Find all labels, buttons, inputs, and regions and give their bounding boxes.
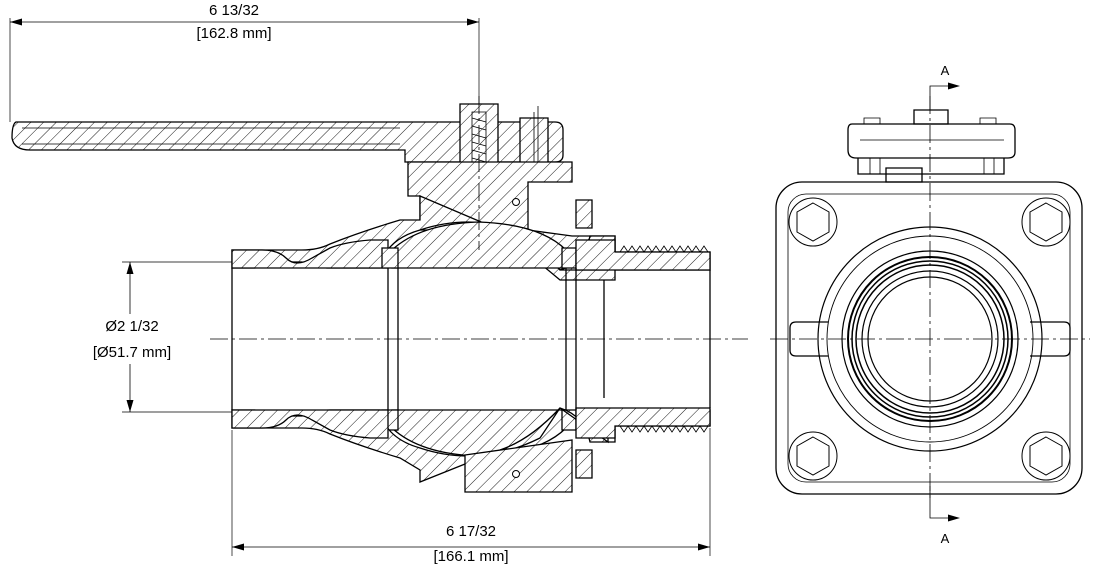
- section-arrow-top-head: [948, 82, 960, 90]
- handle-length-fraction: 6 13/32: [209, 2, 259, 19]
- end-flange-outer: [775, 181, 1083, 495]
- handle-grip-edge: [22, 127, 400, 145]
- threaded-end-lower: [575, 407, 711, 439]
- end-view-stem-nut: [913, 109, 949, 125]
- bore-diameter-fraction: Ø2 1/32: [105, 318, 158, 335]
- bore-diameter-metric: [Ø51.7 mm]: [93, 344, 171, 361]
- section-arrow-bottom: [929, 486, 950, 519]
- flange-bolt-bl: [788, 431, 838, 481]
- overall-length-metric: [166.1 mm]: [433, 548, 508, 565]
- tail-lower: [231, 409, 389, 439]
- end-view: A A: [770, 63, 1090, 546]
- section-label-bottom: A: [941, 531, 950, 546]
- handle-length-metric: [162.8 mm]: [196, 25, 271, 42]
- dimension-handle-length: 6 13/32 [162.8 mm]: [9, 2, 480, 122]
- section-label-top: A: [941, 63, 950, 78]
- section-arrow-bottom-head: [948, 514, 960, 522]
- tail-upper: [231, 239, 389, 269]
- threaded-end-upper: [575, 239, 711, 271]
- end-view-handle: [847, 123, 1016, 159]
- dimension-bore-diameter: Ø2 1/32 [Ø51.7 mm]: [80, 261, 232, 413]
- seat-left-top: [381, 247, 399, 269]
- flange-bolt-tl: [788, 197, 838, 247]
- side-lug-left: [789, 321, 828, 357]
- flange-bolt-tr: [1021, 197, 1071, 247]
- thread-teeth-upper: [619, 245, 709, 253]
- section-view: [11, 96, 748, 493]
- body-bolt-top: [575, 199, 593, 229]
- body-screw: [512, 470, 520, 478]
- seat-right-top: [561, 247, 577, 269]
- thread-teeth-lower: [619, 425, 709, 433]
- end-view-handle-inner: [860, 117, 1004, 141]
- flange-bolt-br: [1021, 431, 1071, 481]
- end-view-neck-ribs: [869, 158, 995, 174]
- bottom-boss: [464, 439, 573, 493]
- section-arrow-top: [929, 85, 950, 110]
- dimension-overall-length: 6 17/32 [166.1 mm]: [231, 428, 711, 565]
- overall-length-fraction: 6 17/32: [446, 523, 496, 540]
- body-screw-top: [512, 198, 520, 206]
- body-bolt-bottom: [575, 449, 593, 479]
